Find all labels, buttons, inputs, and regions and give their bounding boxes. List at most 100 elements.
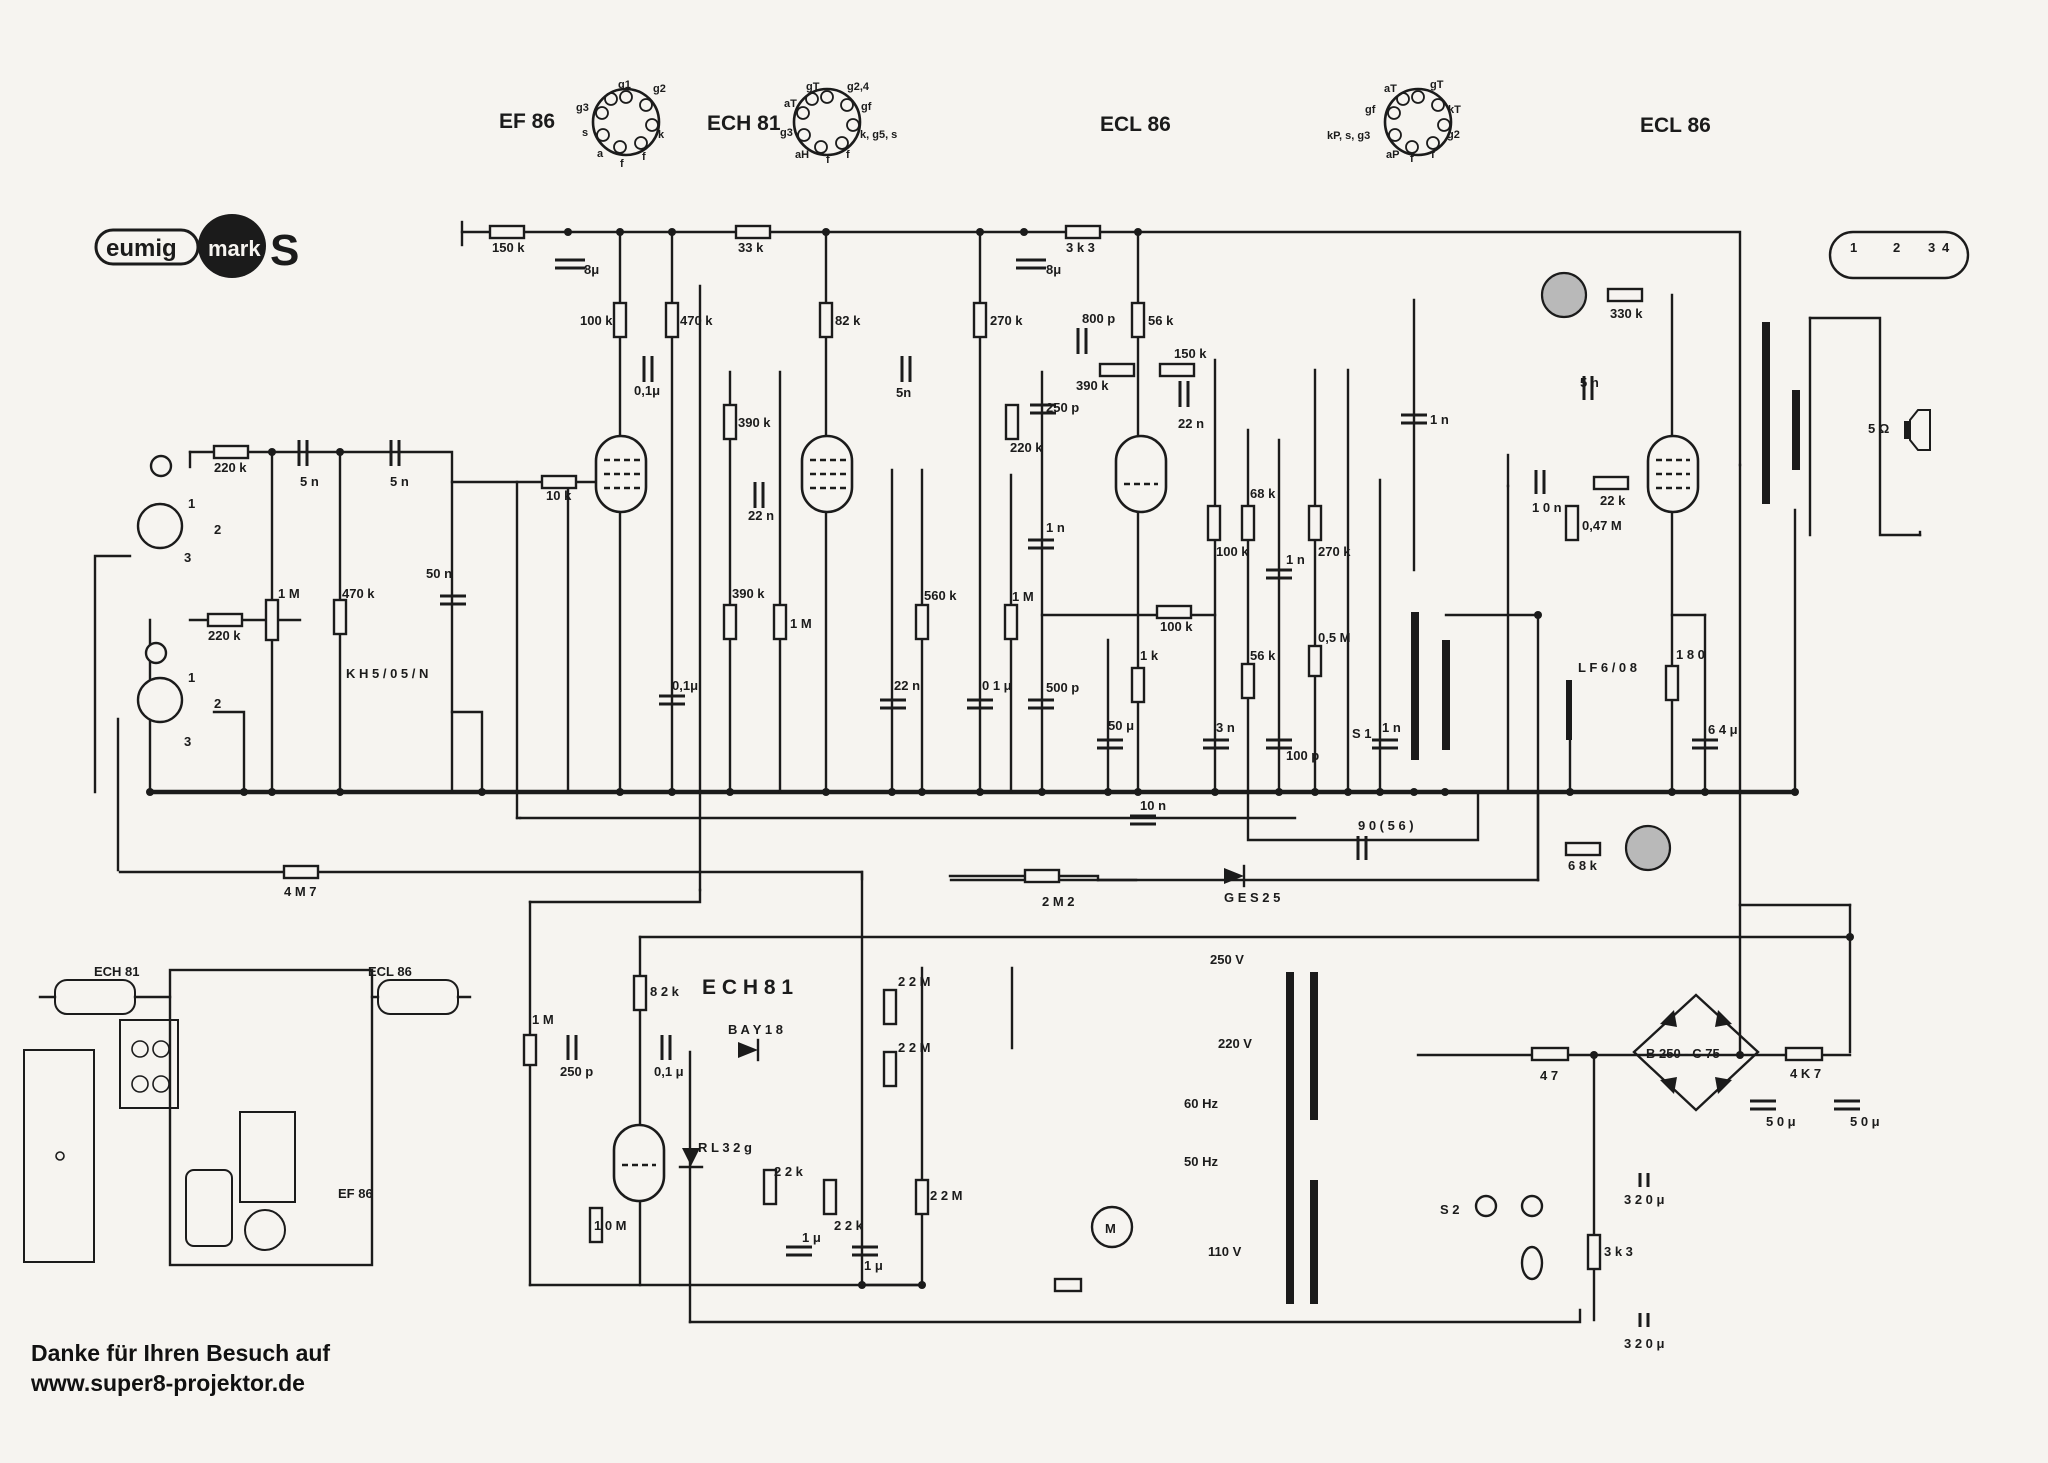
label-r-047M: 0,47 M	[1582, 518, 1622, 533]
pin-ech81-f2: f	[846, 149, 850, 161]
diode-ges25-icon	[1224, 868, 1244, 884]
label-r-56k-b: 56 k	[1250, 648, 1276, 663]
label-jack-3: 3	[1928, 240, 1935, 255]
label-c-22n-c: 22 n	[894, 678, 920, 693]
resistor-47	[1530, 1046, 1570, 1062]
pot-1M	[264, 598, 280, 642]
label-jack-2: 2	[1893, 240, 1900, 255]
label-motor: M	[1105, 1221, 1116, 1236]
label-c-5n-c: 5 n	[390, 474, 409, 489]
label-r-470k-a: 470 k	[680, 313, 713, 328]
tube-label-ecl86-b: ECL 86	[1640, 114, 1711, 137]
label-c-5n-b: 5 n	[300, 474, 319, 489]
resistor-68k-a	[1240, 504, 1256, 542]
pin-ecl86-gT: gT	[1430, 79, 1444, 91]
pin-ech81-gT: gT	[806, 81, 820, 93]
label-c-5n-d: 5 n	[1580, 375, 1599, 390]
motor-icon	[1090, 1205, 1134, 1249]
label-r-150k-b: 150 k	[1174, 346, 1207, 361]
resistor-4k7	[1784, 1046, 1824, 1062]
label-c-1n-b: 1 n	[1286, 552, 1305, 567]
chassis-label-bottom: EF 86	[338, 1186, 373, 1201]
pin-ecl86-kP: kP, s, g3	[1327, 130, 1370, 142]
resistor-33k	[734, 224, 772, 240]
pot-2M2	[1023, 868, 1061, 884]
pin-ech81-g3: g3	[780, 127, 793, 139]
label-r-22M-c: 2 2 M	[930, 1188, 963, 1203]
pin-ef86-g2: g2	[653, 83, 666, 95]
resistors	[206, 224, 1824, 1293]
pin-ef86-a: a	[597, 148, 604, 160]
label-r-82k-a: 82 k	[835, 313, 861, 328]
label-c-250p-b: 250 p	[560, 1064, 593, 1079]
wiring	[93, 220, 1922, 1324]
label-r-3k3: 3 k 3	[1604, 1244, 1633, 1259]
label-c-100p: 100 p	[1286, 748, 1319, 763]
label-c-01u-b: 0,1μ	[672, 678, 698, 693]
label-pin2: 2	[214, 522, 221, 537]
resistor-390k-a	[722, 403, 738, 441]
label-r-22M-b: 2 2 M	[898, 1040, 931, 1055]
microphone-icon	[149, 454, 173, 478]
resistor-82k-b	[632, 974, 648, 1012]
resistor-56k-a	[1130, 301, 1146, 339]
logo-brand: eumig	[106, 235, 177, 262]
pin-ecl86-aP: aP	[1386, 149, 1399, 161]
label-diode-ges: G E S 2 5	[1224, 890, 1280, 905]
tube-label-ef86: EF 86	[499, 110, 555, 133]
pin-ech81-g24: g2,4	[847, 81, 870, 93]
resistor-22M-c	[914, 1178, 930, 1216]
label-r-560k: 560 k	[924, 588, 957, 603]
label-c-1u-b: 1 μ	[864, 1258, 883, 1273]
label-c-90-56: 9 0 ( 5 6 )	[1358, 818, 1414, 833]
resistor-220k-a	[212, 444, 250, 460]
label-pot-2M2: 2 M 2	[1042, 894, 1075, 909]
resistor-150k-b	[1158, 362, 1196, 378]
label-c-22n-b: 22 n	[1178, 416, 1204, 431]
lamp-1-icon	[1474, 1194, 1498, 1218]
resistor-470k-a	[664, 301, 680, 339]
label-c-01u-c: 0 1 μ	[982, 678, 1012, 693]
label-r-10k: 10 k	[546, 488, 572, 503]
label-c-01u-d: 0,1 μ	[654, 1064, 684, 1079]
label-hz60: 60 Hz	[1184, 1096, 1218, 1111]
tube-label-ecl86-a: ECL 86	[1100, 113, 1171, 136]
label-pin3b: 3	[184, 734, 191, 749]
label-d-bay18: B A Y 1 8	[728, 1022, 783, 1037]
label-c-5n-a: 5n	[896, 385, 911, 400]
chassis-plate	[23, 1049, 95, 1263]
label-c-8u-a: 8μ	[584, 262, 599, 277]
resistor-56k-b	[1240, 662, 1256, 700]
indicator-lamp-bottom	[1624, 824, 1672, 872]
label-r-22k-a: 22 k	[1600, 493, 1626, 508]
label-c-250p-a: 250 p	[1046, 400, 1079, 415]
label-r-3k3: 3 k 3	[1066, 240, 1095, 255]
resistor-22M-b	[882, 1050, 898, 1088]
footer-link[interactable]: www.super8-projektor.de	[31, 1370, 305, 1396]
label-r-180: 1 8 0	[1676, 647, 1705, 662]
pin-ech81-aT: aT	[784, 98, 797, 110]
chassis-tube-ecl86	[377, 979, 459, 1015]
relay-diode-icon	[682, 1148, 700, 1166]
label-r-100k-c: 100 k	[1216, 544, 1249, 559]
chassis-frame	[168, 968, 374, 1267]
resistor-3k3	[1586, 1233, 1602, 1271]
resistor-270k-b	[1307, 504, 1323, 542]
label-c-1u-a: 1 μ	[802, 1230, 821, 1245]
pin-ecl86-gf: gf	[1365, 104, 1376, 116]
resistor-22k-a	[1592, 475, 1630, 491]
label-jack-4: 4	[1942, 240, 1950, 255]
label-c-50n: 50 n	[426, 566, 452, 581]
label-r-220k-c: 220 k	[1010, 440, 1043, 455]
pin-ecl86-kT: kT	[1448, 104, 1461, 116]
pin-ecl86-aT: aT	[1384, 83, 1397, 95]
label-pot-05M: 0,5 M	[1318, 630, 1351, 645]
resistor-390k-c	[722, 603, 738, 641]
label-c-8u-b: 8μ	[1046, 262, 1061, 277]
pin-ef86-f2: f	[642, 151, 646, 163]
lamp-3-icon	[1520, 1245, 1544, 1281]
pin-ef86-f1: f	[620, 158, 624, 170]
pickup-icon	[144, 641, 168, 665]
resistor-1M-a	[772, 603, 788, 641]
label-c-320u-b: 3 2 0 μ	[1624, 1336, 1665, 1351]
